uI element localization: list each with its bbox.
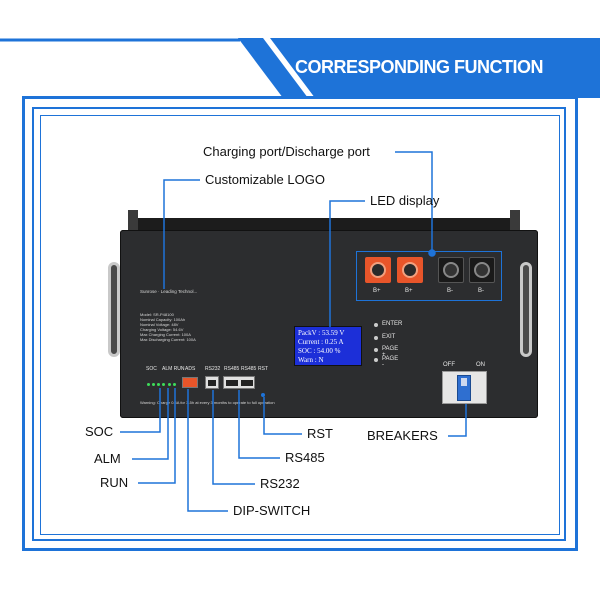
- callout-rst: RST: [307, 426, 333, 441]
- port-label: B+: [405, 288, 413, 294]
- port-label: B-: [478, 288, 484, 294]
- callout-led-display: LED display: [370, 193, 440, 208]
- callout-alm: ALM: [94, 451, 121, 466]
- enter-button[interactable]: [374, 323, 378, 327]
- lcd-row: Warn : N: [298, 356, 324, 364]
- spec-line: Nominal Capacity: 100Ah: [140, 317, 186, 322]
- brand-logo: Sunrose · Leading Technol...: [140, 289, 198, 294]
- panel-label-rst: RST: [258, 366, 268, 372]
- panel-label-soc: SOC: [146, 366, 157, 372]
- breaker-off-label: OFF: [443, 362, 455, 368]
- callout-charging-port: Charging port/Discharge port: [203, 144, 370, 159]
- callout-run: RUN: [100, 475, 129, 490]
- port-b-plus-2[interactable]: [397, 257, 423, 283]
- page-up-button[interactable]: [374, 348, 378, 352]
- power-ports: B+ B+ B- B-: [355, 253, 500, 297]
- exit-button[interactable]: [374, 336, 378, 340]
- rs485-ports[interactable]: [223, 376, 255, 389]
- port-label: B+: [373, 288, 381, 294]
- rst-button[interactable]: [261, 393, 265, 397]
- top-bracket-right: [510, 210, 520, 230]
- top-bracket-left: [128, 210, 138, 230]
- spec-line: Max Charging Current: 100A: [140, 332, 191, 337]
- breaker-on-label: ON: [476, 362, 485, 368]
- alm-led: [168, 383, 171, 386]
- outer-frame: [22, 96, 578, 551]
- spec-line: Charging Voltage: 54.6V: [140, 327, 184, 332]
- left-handle: [108, 262, 120, 357]
- lcd-row: SOC : 54.00 %: [298, 347, 341, 355]
- callout-breakers: BREAKERS: [367, 428, 438, 443]
- callout-rs485: RS485: [285, 450, 325, 465]
- lcd-display: PackV : 53.59 V Current : 0.25 A SOC : 5…: [294, 326, 362, 366]
- menu-label: ENTER: [382, 321, 403, 327]
- panel-label-rs485: RS485: [224, 366, 240, 372]
- spec-label: Model: SR-P48100 Nominal Capacity: 100Ah…: [140, 312, 196, 342]
- callout-logo: Customizable LOGO: [205, 172, 325, 187]
- page-down-button[interactable]: [374, 358, 378, 362]
- lcd-row: PackV : 53.59 V: [298, 329, 345, 337]
- dip-switch[interactable]: [182, 377, 198, 388]
- menu-label: PAGE +: [382, 346, 399, 358]
- spec-line: Max Discharging Current: 100A: [140, 337, 196, 342]
- header-banner: [0, 38, 600, 98]
- run-led: [173, 383, 176, 386]
- spec-line: Nominal Voltage: 48V: [140, 322, 179, 327]
- breaker-switch[interactable]: [442, 371, 487, 404]
- panel-label-rs232: RS232: [205, 366, 221, 372]
- warning-label: Warning: Charge 0.5A for 3-5h at every 3…: [140, 400, 275, 405]
- port-label: B-: [447, 288, 453, 294]
- callout-soc: SOC: [85, 424, 114, 439]
- callout-dip-switch: DIP-SWITCH: [233, 503, 311, 518]
- panel-label-rs485: RS485: [241, 366, 257, 372]
- innermost-frame: [40, 115, 560, 535]
- spec-line: Model: SR-P48100: [140, 312, 174, 317]
- port-b-plus-1[interactable]: [365, 257, 391, 283]
- page-title: CORRESPONDING FUNCTION: [295, 57, 544, 77]
- callout-rs232: RS232: [260, 476, 300, 491]
- port-b-minus-1[interactable]: [438, 257, 464, 283]
- panel-label-ads: ADS: [185, 366, 196, 372]
- menu-label: PAGE -: [382, 356, 399, 368]
- port-b-minus-2[interactable]: [469, 257, 495, 283]
- lcd-row: Current : 0.25 A: [298, 338, 344, 346]
- rs232-port[interactable]: [205, 376, 219, 389]
- right-handle: [520, 262, 532, 357]
- top-rail: [137, 218, 517, 230]
- panel-label-alm-run: ALM RUN: [162, 366, 185, 372]
- menu-label: EXIT: [382, 334, 396, 340]
